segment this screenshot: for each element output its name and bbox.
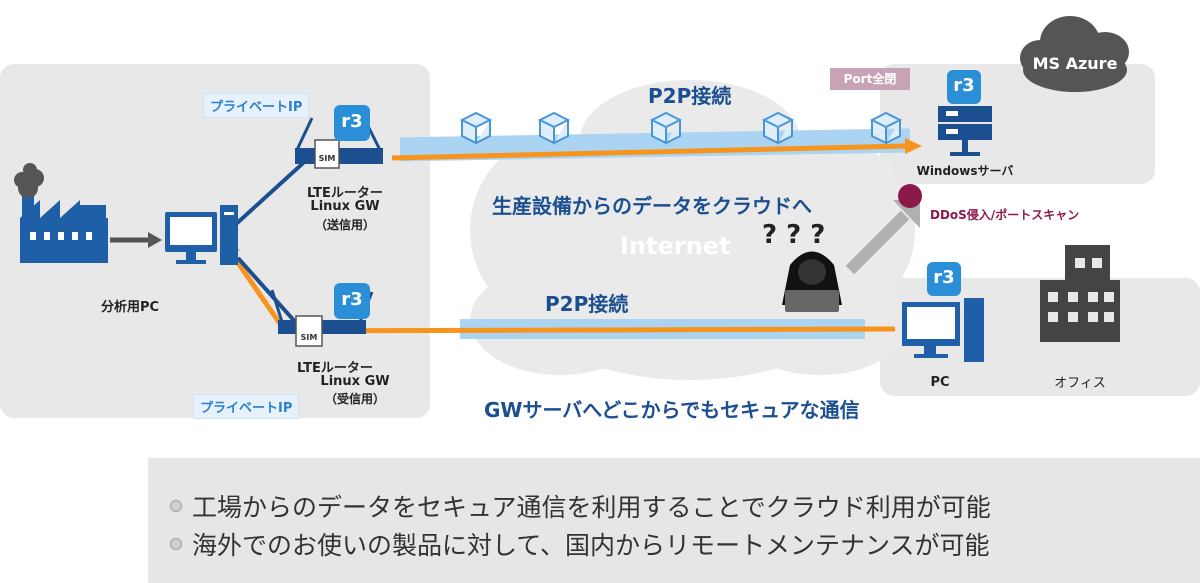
private-ip-bottom: プライベートIP xyxy=(193,394,300,419)
p2p-bottom-label: P2P接続 xyxy=(545,292,629,316)
packet-icons xyxy=(459,111,903,145)
link-router-bottom xyxy=(236,256,300,327)
lte-bottom-line3: （受信用） xyxy=(324,392,385,406)
gw-description: GWサーバへどこからでもセキュアな通信 xyxy=(484,398,860,422)
summary-bullet: 工場からのデータをセキュア通信を利用することでクラウド利用が可能 xyxy=(170,488,991,524)
port-closed-badge: Port全閉 xyxy=(830,68,910,90)
r3-logo-text: r3 xyxy=(933,267,955,288)
r3-logo-text: r3 xyxy=(341,289,363,310)
office-pc-icon xyxy=(902,298,984,362)
lte-bottom-line1: LTEルーター xyxy=(297,361,373,376)
link-router-top xyxy=(233,153,314,227)
lte-bottom-line2: Linux GW xyxy=(320,374,390,389)
bullet-dot-icon xyxy=(170,500,182,512)
private-ip-top: プライベートIP xyxy=(203,93,310,118)
windows-server-label: Windowsサーバ xyxy=(916,164,1014,178)
p2p-top-label: P2P接続 xyxy=(648,84,732,108)
summary-bullet: 海外でのお使いの製品に対して、国内からリモートメンテナンスが可能 xyxy=(170,526,990,562)
r3-logo-text: r3 xyxy=(341,111,363,132)
office-pc-label: PC xyxy=(930,375,950,390)
ms-azure-label: MS Azure xyxy=(1032,54,1118,73)
lte-top-line3: （送信用） xyxy=(314,218,375,232)
ddos-label: DDoS侵入/ポートスキャン xyxy=(930,208,1080,222)
orange-arrow-top xyxy=(391,143,906,161)
summary-text: 工場からのデータをセキュア通信を利用することでクラウド利用が可能 xyxy=(192,493,991,522)
r3-logo-text: r3 xyxy=(953,75,975,96)
cloud-description: 生産設備からのデータをクラウドへ xyxy=(492,194,812,218)
summary-text: 海外でのお使いの製品に対して、国内からリモートメンテナンスが可能 xyxy=(192,531,990,560)
sim-label-bottom: SIM xyxy=(300,333,318,342)
r3-logo-icon xyxy=(334,70,981,319)
analysis-pc-icon xyxy=(165,205,238,265)
smoke-icon xyxy=(14,163,44,198)
azure-cloud xyxy=(1020,16,1129,92)
lte-top-line2: Linux GW xyxy=(310,199,380,214)
summary-box: 工場からのデータをセキュア通信を利用することでクラウド利用が可能 海外でのお使い… xyxy=(148,458,1200,583)
office-building-icon xyxy=(1040,245,1120,342)
ddos-circle xyxy=(898,184,922,208)
hacker-icon xyxy=(782,251,842,312)
office-label: オフィス xyxy=(1054,376,1106,391)
factory-icon xyxy=(20,195,108,263)
windows-server-icon xyxy=(938,106,992,156)
bullet-dot-icon xyxy=(170,538,182,550)
router-bottom-icon xyxy=(270,289,374,347)
sim-label-top: SIM xyxy=(318,154,336,163)
internet-label: Internet xyxy=(620,232,731,260)
hacker-question-marks: ? ? ? xyxy=(762,220,826,250)
lte-top-line1: LTEルーター xyxy=(307,186,383,201)
ddos-arrow xyxy=(845,210,910,275)
network-diagram xyxy=(14,16,1129,380)
analysis-pc-label: 分析用PC xyxy=(100,300,160,315)
